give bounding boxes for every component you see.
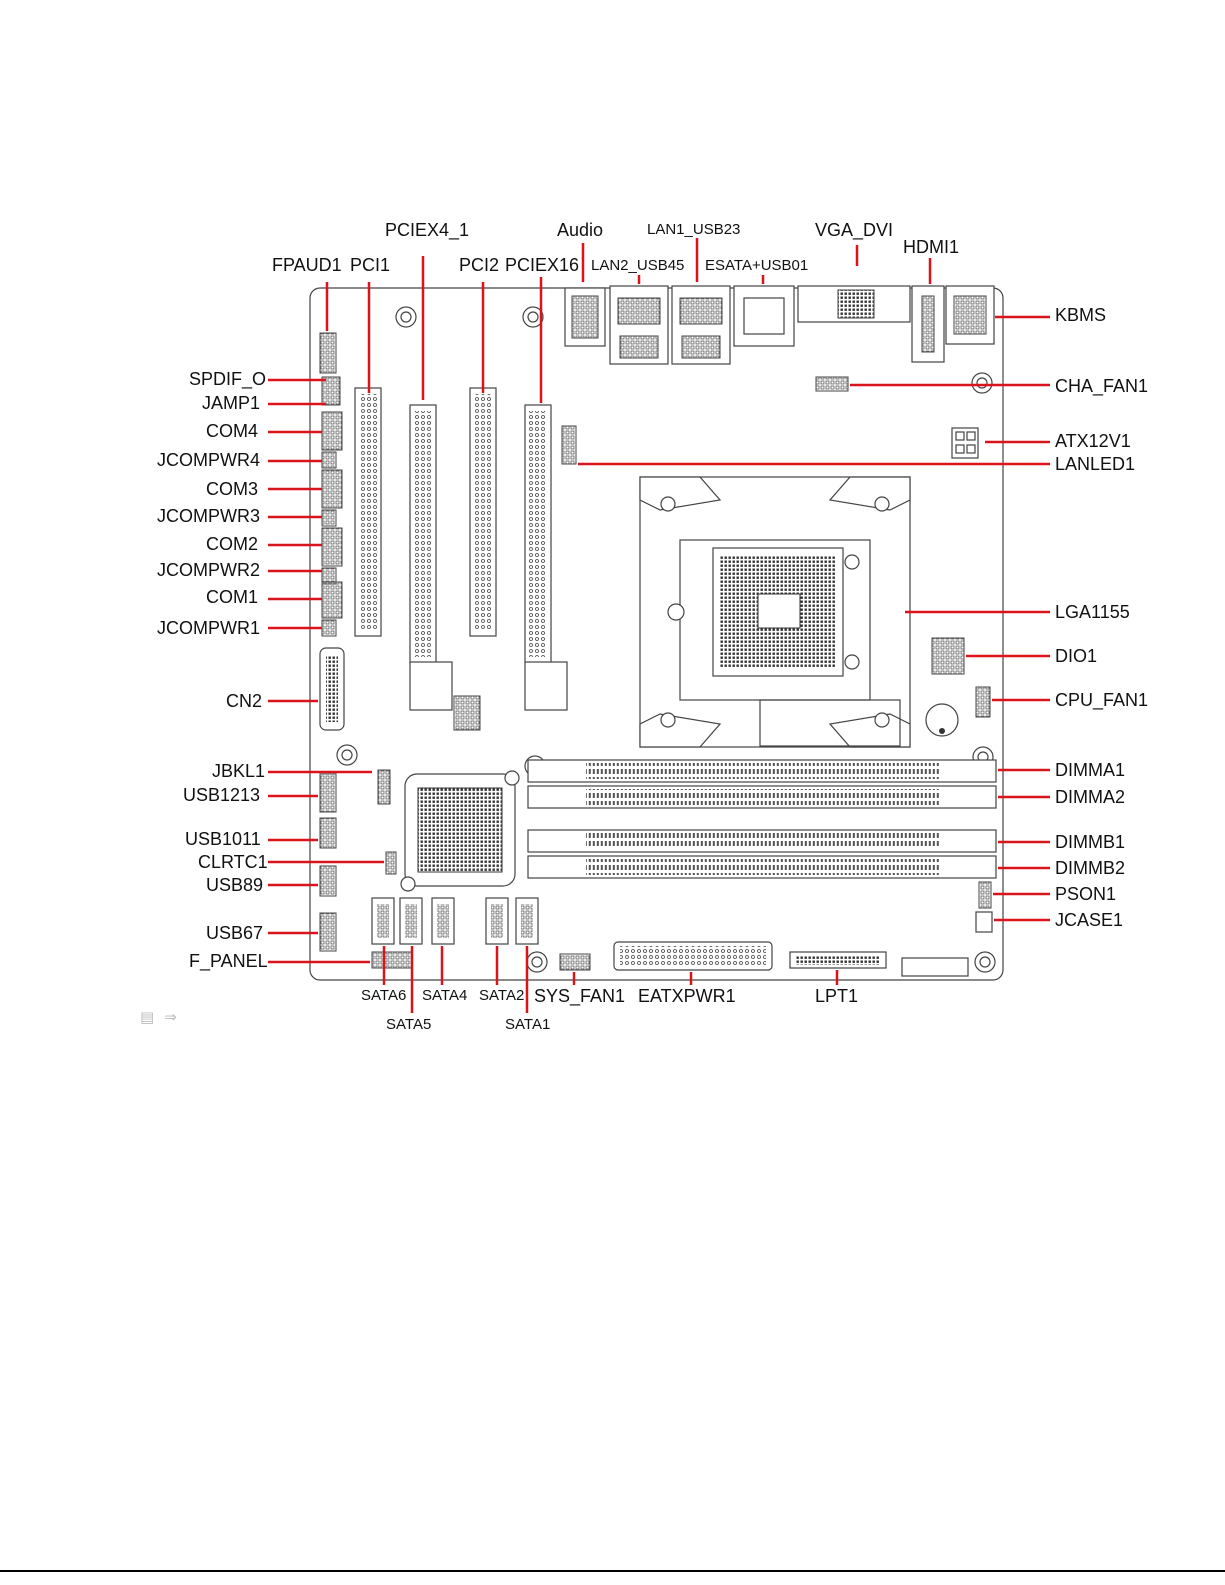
right-side-components bbox=[559, 376, 993, 977]
label-pci1: PCI1 bbox=[350, 255, 390, 275]
label-dio1: DIO1 bbox=[1055, 646, 1097, 666]
label-usb1213: USB1213 bbox=[183, 785, 260, 805]
label-sata4: SATA4 bbox=[422, 987, 467, 1004]
label-com3: COM3 bbox=[206, 479, 258, 499]
leader-lines bbox=[268, 238, 1050, 1013]
document-toolbar-icons: ▤⇒ bbox=[140, 1008, 200, 1026]
label-com1: COM1 bbox=[206, 587, 258, 607]
label-cha-fan1: CHA_FAN1 bbox=[1055, 376, 1148, 397]
label-audio: Audio bbox=[557, 220, 603, 240]
dimm-slots bbox=[527, 759, 997, 879]
label-com2: COM2 bbox=[206, 534, 258, 554]
label-dimmb1: DIMMB1 bbox=[1055, 832, 1125, 852]
expansion-slots bbox=[354, 387, 568, 711]
label-pciex16: PCIEX16 bbox=[505, 255, 579, 275]
label-lpt1: LPT1 bbox=[815, 986, 858, 1006]
chipset bbox=[400, 770, 520, 892]
label-lan1-usb23: LAN1_USB23 bbox=[647, 221, 740, 238]
label-hdmi1: HDMI1 bbox=[903, 237, 959, 257]
label-usb67: USB67 bbox=[206, 923, 263, 943]
label-spdif-o: SPDIF_O bbox=[189, 369, 266, 390]
label-usb1011: USB1011 bbox=[185, 829, 261, 849]
label-jcase1: JCASE1 bbox=[1055, 910, 1123, 930]
sata-connectors bbox=[371, 897, 539, 945]
label-pci2: PCI2 bbox=[459, 255, 499, 275]
label-jamp1: JAMP1 bbox=[202, 393, 260, 413]
label-jcompwr1: JCOMPWR1 bbox=[157, 618, 260, 638]
label-dimma1: DIMMA1 bbox=[1055, 760, 1125, 780]
label-cn2: CN2 bbox=[226, 691, 262, 711]
label-dimma2: DIMMA2 bbox=[1055, 787, 1125, 807]
label-jbkl1: JBKL1 bbox=[212, 761, 265, 781]
label-f-panel: F_PANEL bbox=[189, 951, 268, 972]
label-cpu-fan1: CPU_FAN1 bbox=[1055, 690, 1148, 711]
label-dimmb2: DIMMB2 bbox=[1055, 858, 1125, 878]
mounting-holes bbox=[336, 306, 996, 973]
left-headers bbox=[319, 332, 481, 969]
label-fpaud1: FPAUD1 bbox=[272, 255, 342, 275]
label-jcompwr2: JCOMPWR2 bbox=[157, 560, 260, 580]
label-lga1155: LGA1155 bbox=[1055, 602, 1130, 622]
label-sata5: SATA5 bbox=[386, 1016, 431, 1033]
label-pson1: PSON1 bbox=[1055, 884, 1116, 904]
label-lanled1: LANLED1 bbox=[1055, 454, 1135, 474]
rear-io-connectors bbox=[564, 285, 995, 365]
list-icon[interactable]: ▤ bbox=[140, 1008, 155, 1026]
label-vga-dvi: VGA_DVI bbox=[815, 220, 893, 241]
label-sata1: SATA1 bbox=[505, 1016, 550, 1033]
cpu-socket bbox=[639, 476, 911, 748]
label-atx12v1: ATX12V1 bbox=[1055, 431, 1131, 451]
label-esata-usb01: ESATA+USB01 bbox=[705, 257, 808, 274]
label-eatxpwr1: EATXPWR1 bbox=[638, 986, 736, 1006]
label-jcompwr3: JCOMPWR3 bbox=[157, 506, 260, 526]
label-usb89: USB89 bbox=[206, 875, 263, 895]
label-com4: COM4 bbox=[206, 421, 258, 441]
arrow-right-icon[interactable]: ⇒ bbox=[164, 1008, 177, 1026]
label-jcompwr4: JCOMPWR4 bbox=[157, 450, 260, 470]
label-sata6: SATA6 bbox=[361, 987, 406, 1004]
label-sata2: SATA2 bbox=[479, 987, 524, 1004]
page-bottom-rule bbox=[0, 1570, 1225, 1572]
label-kbms: KBMS bbox=[1055, 305, 1106, 325]
label-clrtc1: CLRTC1 bbox=[198, 852, 268, 872]
component-labels: PCIEX4_1 Audio LAN1_USB23 VGA_DVI HDMI1 … bbox=[157, 220, 1148, 1033]
label-lan2-usb45: LAN2_USB45 bbox=[591, 257, 684, 274]
label-pciex4-1: PCIEX4_1 bbox=[385, 220, 469, 241]
label-sys-fan1: SYS_FAN1 bbox=[534, 986, 625, 1007]
